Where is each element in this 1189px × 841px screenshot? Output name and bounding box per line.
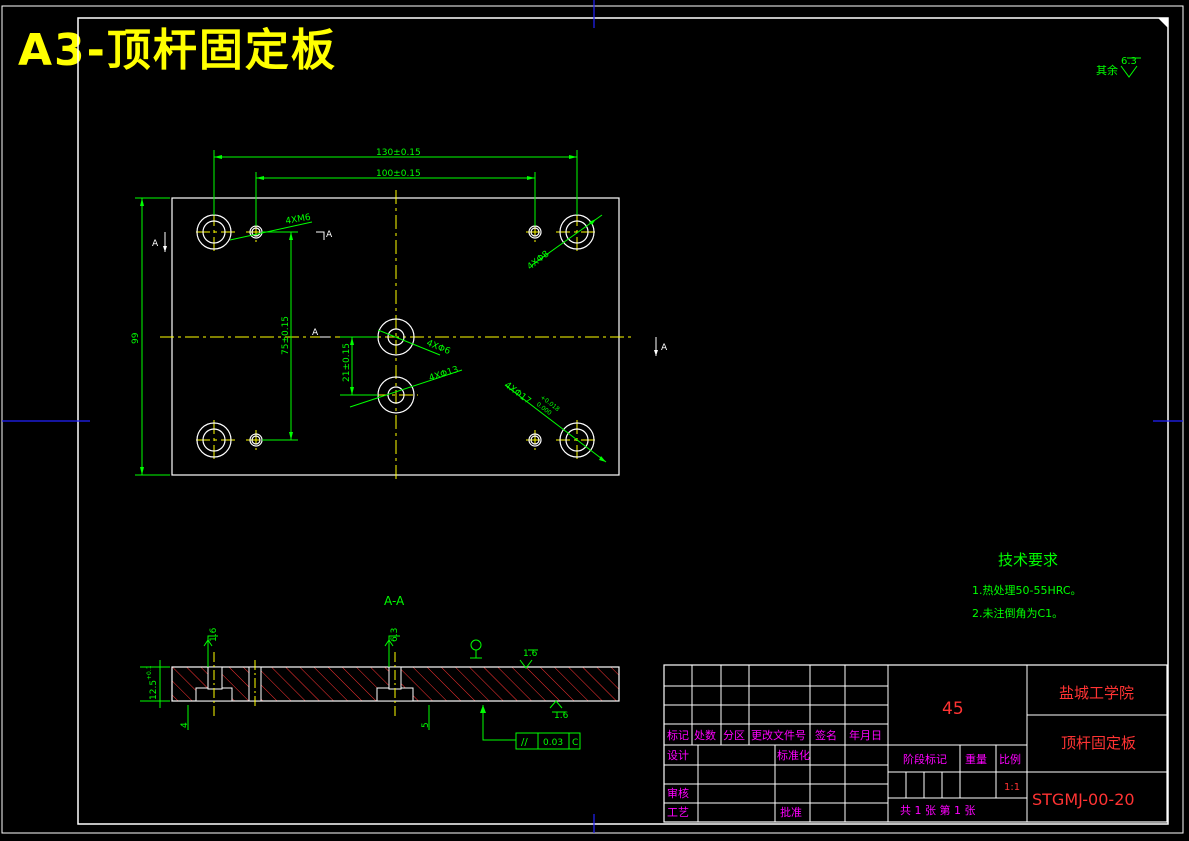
dim-height-21: 21±0.15 — [342, 343, 352, 382]
dim-holes-phi17: 4XΦ17 — [502, 380, 532, 406]
section-label-a3: A — [312, 328, 319, 338]
scale-value: 1:1 — [1004, 782, 1020, 793]
label-standardize: 标准化 — [777, 748, 810, 762]
tolerance-datum: C — [572, 738, 578, 748]
header-zone: 分区 — [723, 729, 745, 742]
roughness-note-value: 6.3 — [1121, 56, 1137, 67]
tech-item-2: 2.未注倒角为C1。 — [972, 606, 1063, 620]
label-process: 工艺 — [667, 806, 689, 819]
tolerance-symbol: // — [521, 737, 528, 748]
dim-holes-phi8: 4XΦ8 — [526, 249, 552, 272]
plan-view: 130±0.15 100±0.15 4XM6 4XΦ8 99 75±0.15 2… — [131, 148, 668, 482]
dim-depth-4: 4 — [180, 722, 190, 728]
header-change-doc: 更改文件号 — [751, 728, 806, 742]
tech-requirements: 技术要求 1.热处理50-55HRC。 2.未注倒角为C1。 — [972, 551, 1082, 620]
section-view: A-A — [140, 594, 620, 750]
tech-heading: 技术要求 — [998, 551, 1058, 569]
title-block-texts: 标记 处数 分区 更改文件号 签名 年月日 设计 标准化 审核 工艺 批准 阶段… — [667, 728, 1021, 819]
roughness-symbol-icon — [1120, 57, 1141, 78]
label-scale: 比例 — [999, 752, 1021, 766]
section-label-a1: A — [152, 239, 159, 249]
rough-63: 6.3 — [390, 628, 400, 642]
tech-item-1: 1.热处理50-55HRC。 — [972, 584, 1082, 597]
title-block: 标记 处数 分区 更改文件号 签名 年月日 设计 标准化 审核 工艺 批准 阶段… — [663, 664, 1168, 823]
title-block-grid — [664, 665, 1167, 822]
part-name: 顶杆固定板 — [1061, 734, 1136, 752]
datum-arrow-icon — [480, 705, 486, 713]
dimension-texts: 130±0.15 100±0.15 4XM6 4XΦ8 99 75±0.15 2… — [131, 148, 561, 417]
rough-16a: 1.6 — [209, 627, 219, 642]
dim-width-100: 100±0.15 — [376, 169, 421, 179]
dim-holes-phi13: 4XΦ13 — [428, 365, 460, 384]
dim-thickness: 12.5 — [149, 680, 159, 700]
section-dim-lines — [140, 635, 566, 741]
label-stage-mark: 阶段标记 — [903, 752, 947, 766]
roughness-note-label: 其余 — [1096, 63, 1118, 77]
section-centerlines — [213, 652, 396, 716]
rough-16b: 1.6 — [523, 649, 538, 659]
dim-height-99: 99 — [131, 332, 141, 344]
dim-height-75: 75±0.15 — [281, 316, 291, 355]
section-label-a4: A — [661, 343, 668, 353]
section-arrows-icon — [163, 246, 658, 356]
dim-width-130: 130±0.15 — [376, 148, 421, 158]
label-approve: 批准 — [780, 805, 802, 819]
inner-frame — [77, 17, 1169, 825]
header-date: 年月日 — [849, 728, 882, 742]
header-mark: 标记 — [667, 728, 689, 742]
label-review: 审核 — [667, 786, 689, 800]
section-marker-texts: A A A A — [152, 230, 668, 353]
roughness-note: 其余 6.3 — [1096, 56, 1141, 78]
dim-thickness-tol: +0.1 — [146, 665, 153, 680]
section-label-a2: A — [326, 230, 333, 240]
rough-16c: 1.6 — [554, 711, 569, 721]
corner-arrow — [1158, 18, 1168, 28]
drawing-title: A3-顶杆固定板 — [18, 25, 337, 76]
dimension-arrows — [140, 155, 606, 475]
dim-depth-5: 5 — [421, 722, 431, 728]
tolerance-value: 0.03 — [543, 738, 563, 748]
tolerance-frame: // 0.03 C — [515, 732, 581, 750]
school-name: 盐城工学院 — [1059, 684, 1134, 702]
drawing-number: STGMJ-00-20 — [1032, 790, 1135, 809]
header-signature: 签名 — [815, 728, 837, 742]
label-weight: 重量 — [965, 752, 987, 766]
label-sheets: 共 1 张 第 1 张 — [900, 803, 975, 817]
section-title: A-A — [384, 594, 405, 608]
outer-frame — [1, 5, 1184, 834]
dimension-lines — [135, 150, 607, 476]
material-value: 45 — [942, 699, 964, 719]
dim-thread-holes: 4XM6 — [285, 213, 312, 227]
section-dim-texts: 12.5 +0.1 4 5 1.6 6.3 1.6 1.6 — [146, 627, 569, 728]
header-count: 处数 — [694, 729, 716, 742]
label-design: 设计 — [667, 749, 689, 762]
